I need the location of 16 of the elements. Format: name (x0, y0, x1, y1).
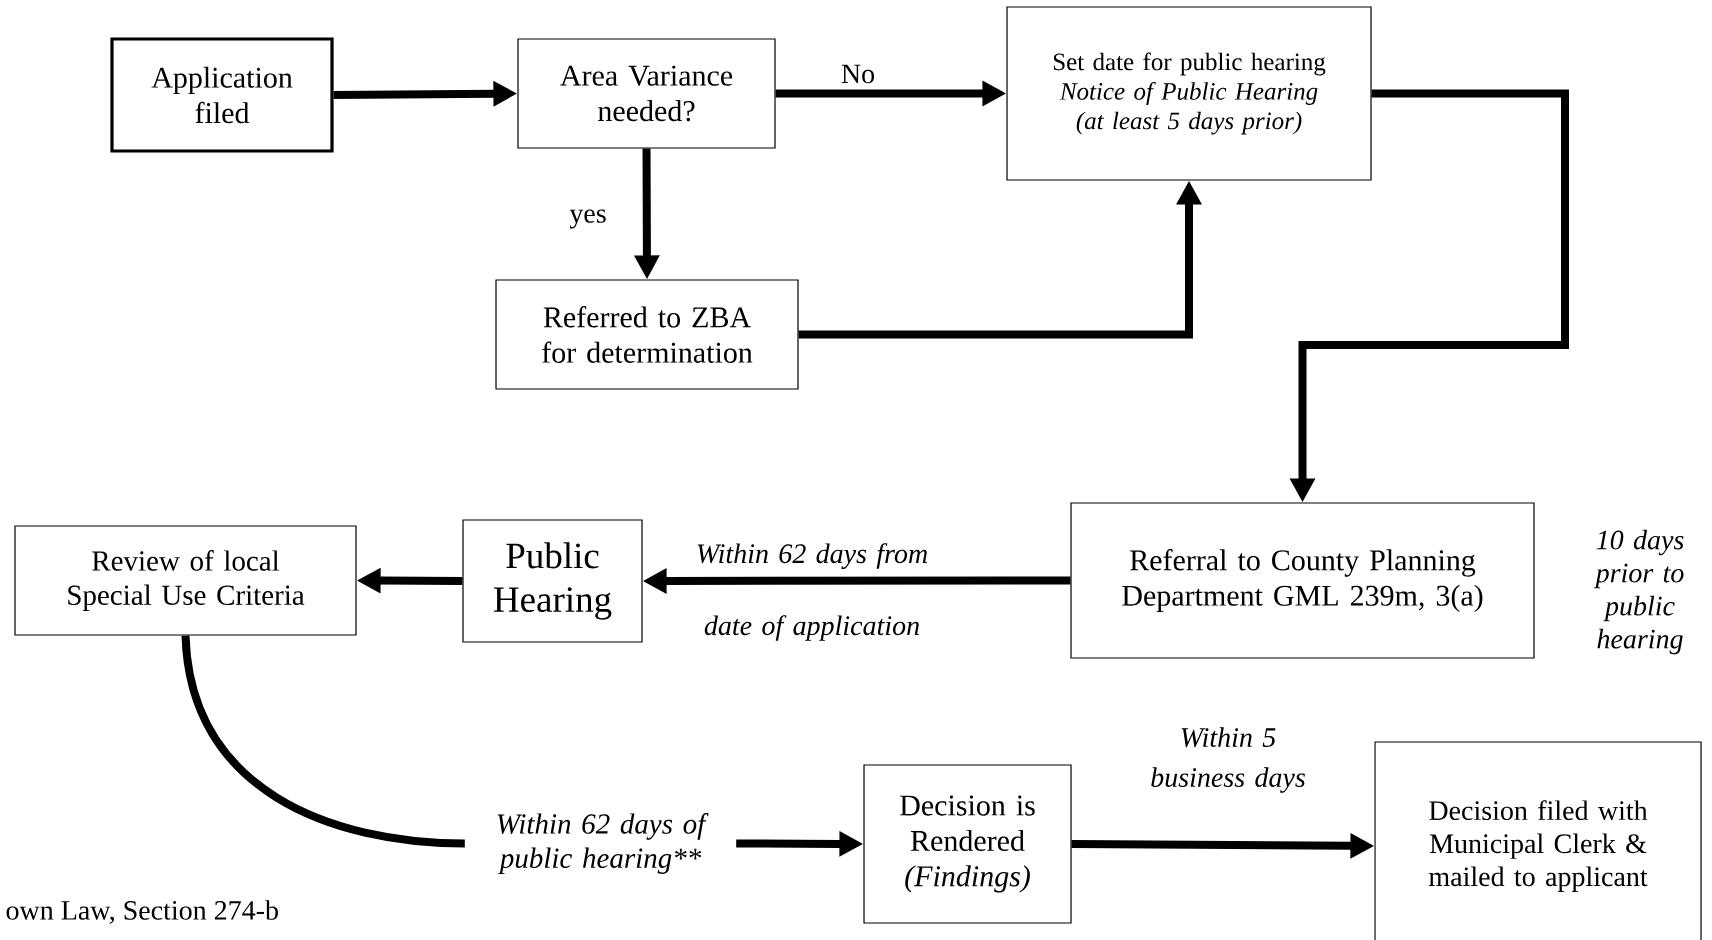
process-box: Decision is Rendered (Findings) (863, 764, 1072, 924)
process-box: Public Hearing (462, 519, 643, 643)
edge-label: yes (569, 209, 606, 229)
process-box: Application filed (110, 37, 334, 153)
process-box: Referral to County Planning Department GML 239m, 3(a) (1070, 502, 1535, 659)
note-text: 10 days prior to public hearing (1594, 529, 1684, 655)
decision-box: Area Variance needed? (517, 38, 776, 149)
timing-text: Within 62 days of public hearing** (497, 813, 709, 874)
process-box: Referred to ZBA for determination (495, 279, 799, 390)
edge-label: No (841, 64, 875, 84)
note-text: own Law, Section 274-b (6, 900, 278, 924)
process-box: Decision filed with Municipal Clerk & mailed to applicant (1374, 741, 1702, 940)
edge-label: Within 62 days from date of application (697, 543, 927, 641)
process-box: Set date for public hearing Notice of Public Hearing (at least 5 days prior) (1006, 6, 1372, 181)
process-box: Review of local Special Use Criteria (14, 525, 357, 636)
edge-label: Within 5 business days (1151, 727, 1305, 793)
